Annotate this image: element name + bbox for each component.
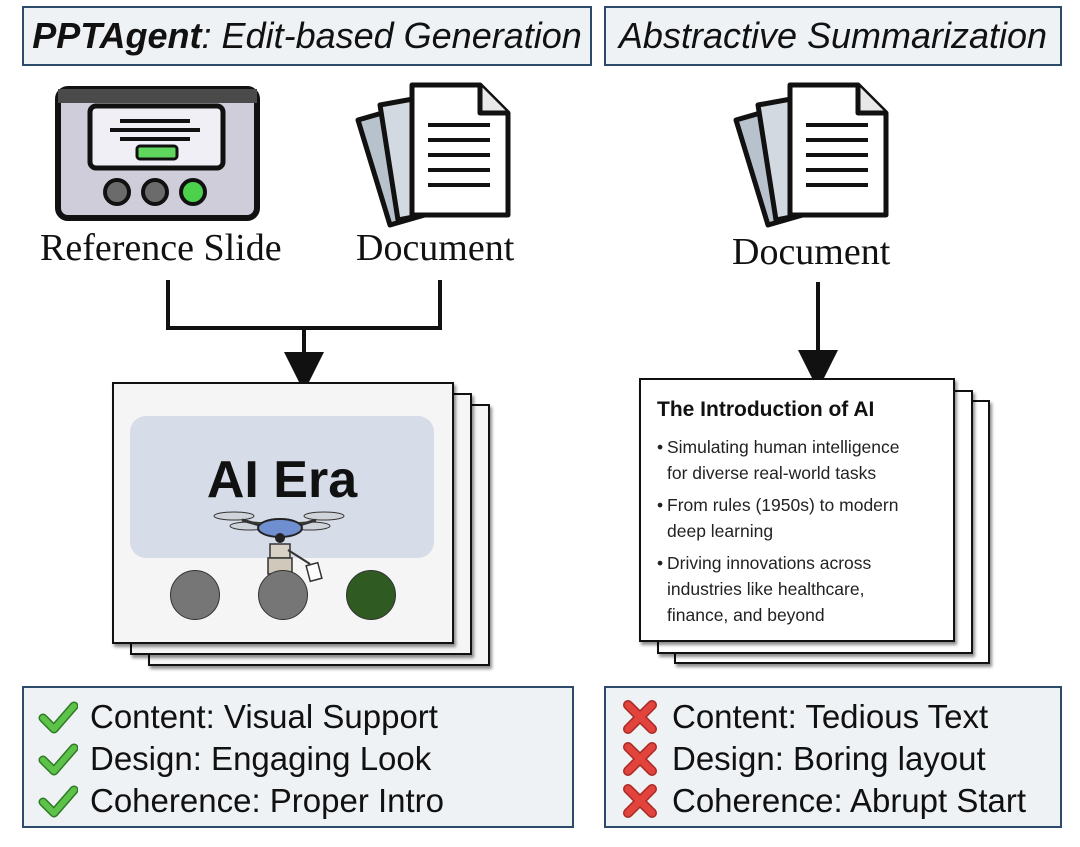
cross-icon — [623, 784, 657, 818]
check-icon — [38, 701, 78, 734]
grey-circle — [170, 570, 220, 620]
con-item: Coherence: Abrupt Start — [620, 780, 1060, 822]
pro-item: Content: Visual Support — [38, 696, 572, 738]
pros-box: Content: Visual Support Design: Engaging… — [22, 686, 574, 828]
document-icon — [733, 82, 889, 228]
document-icon — [355, 82, 511, 228]
cross-icon — [623, 700, 657, 734]
cons-box: Content: Tedious Text Design: Boring lay… — [604, 686, 1062, 828]
left-header: PPTAgent: Edit-based Generation — [22, 6, 592, 66]
reference-slide-icon — [55, 86, 260, 221]
summary-title: The Introduction of AI — [657, 398, 875, 421]
pro-item: Design: Engaging Look — [38, 738, 572, 780]
con-item: Content: Tedious Text — [620, 696, 1060, 738]
summary-slide: The Introduction of AI • Simulating huma… — [639, 378, 955, 642]
slide-title: AI Era — [206, 451, 358, 509]
right-header-text: Abstractive Summarization — [618, 15, 1048, 56]
grey-circle — [258, 570, 308, 620]
left-header-bold: PPTAgent — [32, 15, 202, 56]
drone-icon — [213, 511, 345, 583]
con-item: Design: Boring layout — [620, 738, 1060, 780]
reference-slide-label: Reference Slide — [40, 227, 282, 269]
document-label-right: Document — [732, 231, 891, 273]
check-icon — [38, 743, 78, 776]
document-label-left: Document — [356, 227, 515, 269]
left-header-rest: : Edit-based Generation — [201, 15, 582, 56]
green-circle — [346, 570, 396, 620]
generated-slide: AI Era — [112, 382, 454, 644]
right-header: Abstractive Summarization — [604, 6, 1062, 66]
check-icon — [38, 785, 78, 818]
cross-icon — [623, 742, 657, 776]
pro-item: Coherence: Proper Intro — [38, 780, 572, 822]
